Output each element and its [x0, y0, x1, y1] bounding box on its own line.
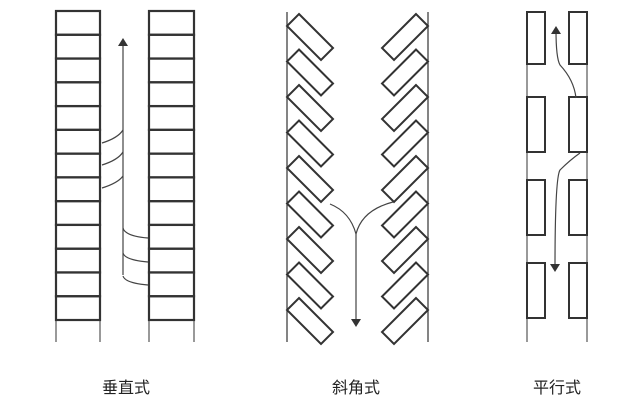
parking-stall [147, 247, 196, 274]
exit-path [101, 175, 124, 189]
exit-path [101, 129, 124, 144]
parking-stall [54, 223, 102, 250]
parking-stall [380, 154, 430, 204]
parking-stall [526, 11, 546, 65]
parking-stall [526, 96, 546, 153]
parking-stall [285, 119, 335, 168]
parking-stall [54, 247, 102, 274]
parking-stall [147, 295, 196, 322]
parking-stall [54, 176, 102, 203]
parking-stall [285, 12, 335, 62]
parking-stall [147, 104, 196, 131]
parking-stall [147, 33, 196, 60]
angled-merge-path [355, 201, 394, 235]
parking-stall [54, 128, 102, 155]
label-perpendicular: 垂直式 [101, 378, 151, 397]
parking-stall [568, 179, 588, 236]
parking-stall [380, 48, 430, 97]
parking-stall [380, 225, 430, 275]
parking-stall [147, 223, 196, 250]
parking-stall [54, 295, 102, 322]
parking-stall [285, 225, 335, 275]
parking-stall [380, 261, 430, 310]
parking-stall [54, 200, 102, 227]
parking-stall [54, 33, 102, 60]
label-angled: 斜角式 [331, 378, 381, 397]
parking-stall [147, 200, 196, 227]
parking-stall [526, 262, 546, 319]
angled-layout [285, 12, 430, 346]
entry-path [122, 227, 149, 239]
parking-stall [147, 176, 196, 203]
exit-path [101, 151, 124, 166]
parking-stall [147, 81, 196, 108]
parking-stall [568, 11, 588, 65]
parallel-lane-arrow [550, 152, 581, 272]
angled-merge-path [329, 203, 357, 235]
parking-stall [54, 152, 102, 179]
parking-stall [285, 296, 335, 346]
parking-stall [526, 179, 546, 236]
parking-stall [54, 104, 102, 131]
parking-stall [285, 190, 335, 239]
perpendicular-layout [54, 9, 196, 342]
label-parallel: 平行式 [532, 378, 582, 397]
parking-stall [285, 154, 335, 204]
parking-stall [380, 296, 430, 346]
parallel-lane-arrow [551, 26, 577, 99]
entry-path [122, 275, 149, 286]
parking-stall [380, 119, 430, 168]
parking-stall [147, 128, 196, 155]
parking-stall [285, 261, 335, 310]
parking-stall [380, 83, 430, 133]
parking-stall [54, 57, 102, 84]
parking-stall [380, 12, 430, 62]
entry-path [122, 252, 149, 263]
parking-stall [285, 48, 335, 97]
parking-stall [147, 57, 196, 84]
parking-stall [285, 83, 335, 133]
parking-stall [147, 271, 196, 298]
parking-stall [380, 190, 430, 239]
parallel-layout [526, 11, 588, 342]
parking-stall [147, 152, 196, 179]
parking-stall [568, 262, 588, 319]
parking-stall [54, 271, 102, 298]
parking-stall [54, 81, 102, 108]
parking-stall [54, 9, 102, 36]
parking-stall [568, 96, 588, 153]
parking-stall [147, 9, 196, 36]
